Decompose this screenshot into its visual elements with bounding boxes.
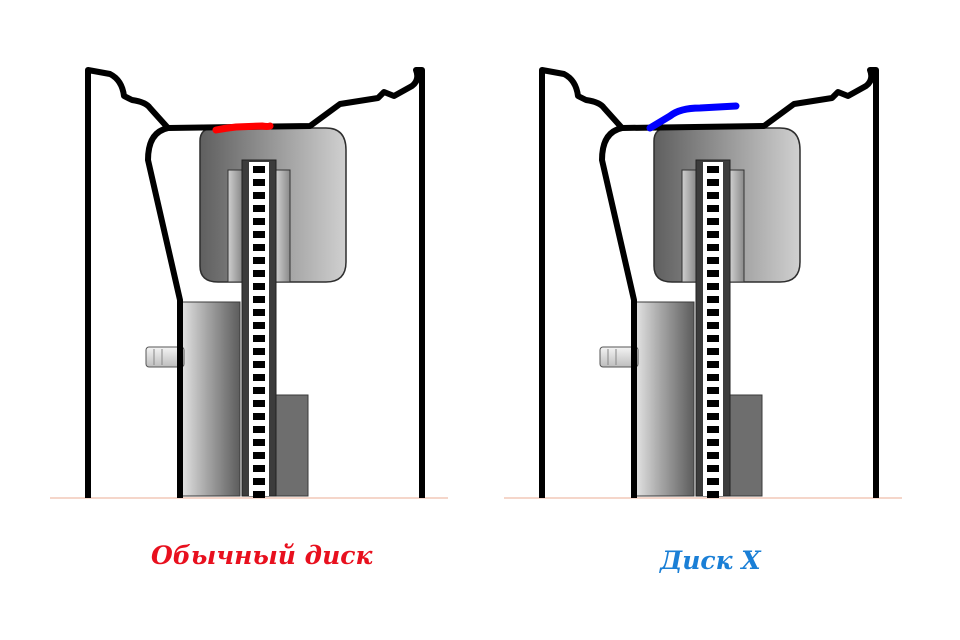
clearance-highlight: [646, 102, 740, 132]
caliper-contact-highlight: [212, 122, 274, 134]
wheel-x-panel: [504, 70, 902, 498]
wheel-x-caption: Диск X: [660, 546, 761, 575]
standard-wheel-caption: Обычный диск: [151, 541, 373, 570]
standard-wheel-panel: [50, 70, 448, 498]
